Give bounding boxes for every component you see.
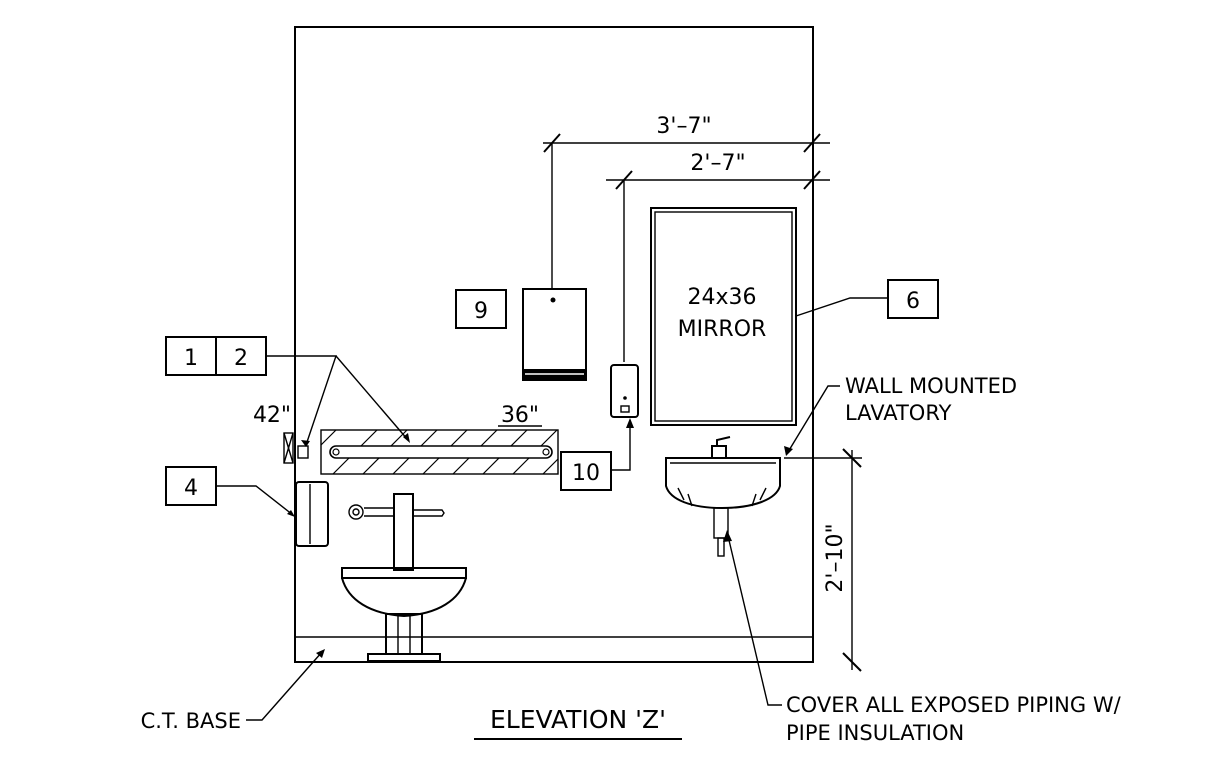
tag-4-text: 4 <box>184 476 198 501</box>
dimension-text-2-7: 2'–7" <box>690 151 745 176</box>
dimension-text-3-7: 3'–7" <box>656 114 711 139</box>
base-note: C.T. BASE <box>141 649 325 733</box>
dimension-lavatory-height: 2'–10" <box>784 448 862 672</box>
callout-10: 10 <box>560 418 634 491</box>
tag-9-text: 9 <box>474 299 488 324</box>
callout-6: 6 <box>795 279 939 319</box>
mirror-label-text: MIRROR <box>678 317 767 342</box>
drawing-title: ELEVATION 'Z' <box>474 705 682 740</box>
grab-bar-height-text: 42" <box>253 403 291 428</box>
mirror: 24x36 MIRROR <box>650 207 797 426</box>
paper-towel-dispenser <box>522 288 587 381</box>
side-grab-bar: 42" <box>253 403 309 464</box>
grab-bar-length-text: 36" <box>501 403 539 428</box>
lavatory-label: WALL MOUNTED LAVATORY <box>784 374 1017 456</box>
base-note-text: C.T. BASE <box>141 709 241 733</box>
lavatory-label-line1: WALL MOUNTED <box>845 374 1017 398</box>
tag-10-text: 10 <box>572 461 600 486</box>
tag-6-text: 6 <box>906 289 920 314</box>
piping-note-line1: COVER ALL EXPOSED PIPING W/ <box>786 693 1122 717</box>
dimension-soap-dispenser: 2'–7" <box>606 151 830 362</box>
callout-1-2: 1 2 <box>165 336 410 447</box>
toilet-paper-dispenser <box>295 481 329 547</box>
toilet <box>341 493 467 662</box>
tag-2-text: 2 <box>234 346 248 371</box>
callout-9: 9 <box>455 289 507 329</box>
callout-4: 4 <box>165 466 295 517</box>
soap-dispenser <box>610 364 639 418</box>
title-text: ELEVATION 'Z' <box>490 705 666 734</box>
mirror-size-text: 24x36 <box>687 285 756 310</box>
lavatory-label-line2: LAVATORY <box>845 401 952 425</box>
tag-1-text: 1 <box>184 346 198 371</box>
wall-outline <box>294 26 814 663</box>
lavatory <box>665 436 781 557</box>
grab-bar: 36" <box>320 403 559 475</box>
piping-note-line2: PIPE INSULATION <box>786 721 964 745</box>
dimension-towel-dispenser: 3'–7" <box>543 114 830 288</box>
lavatory-height-text: 2'–10" <box>823 523 848 592</box>
piping-note: COVER ALL EXPOSED PIPING W/ PIPE INSULAT… <box>723 530 1122 745</box>
